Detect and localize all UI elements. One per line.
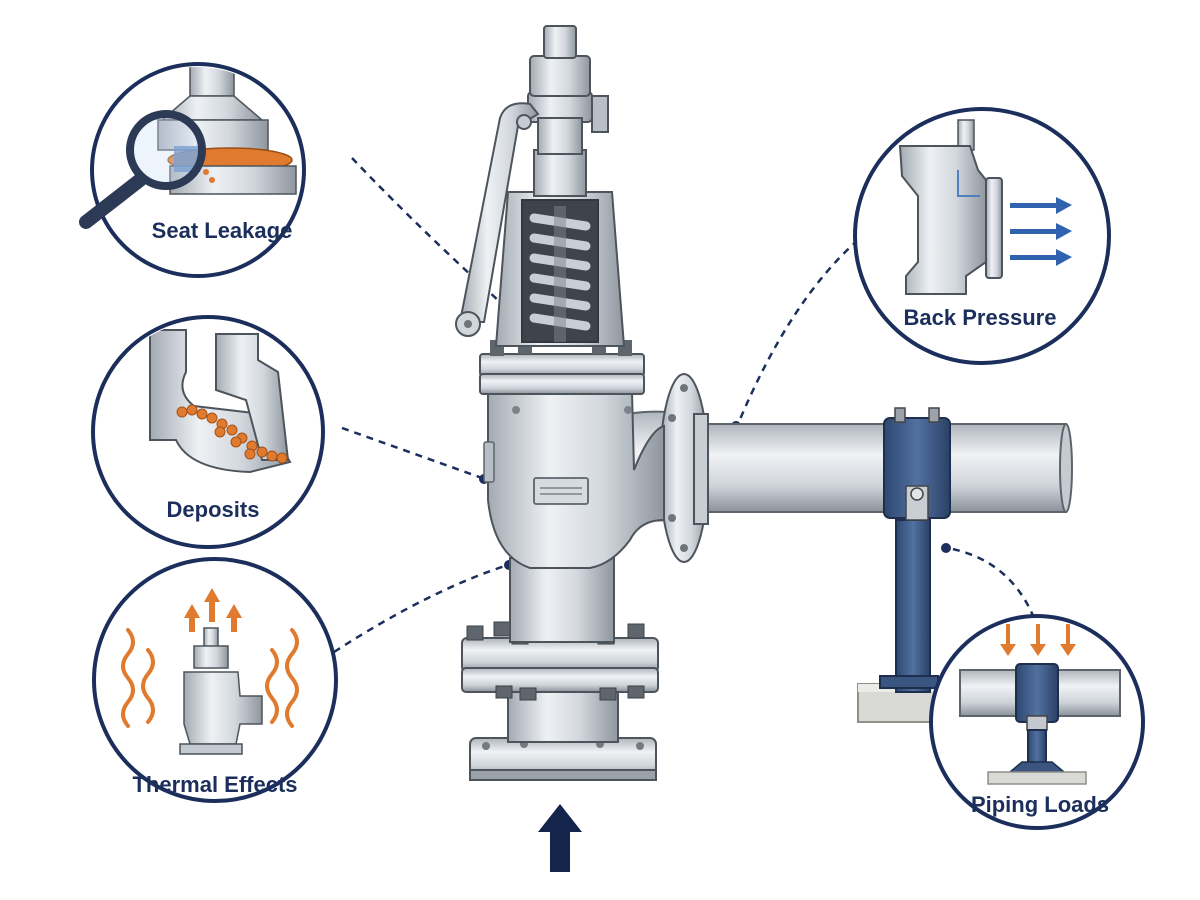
support-column xyxy=(895,519,931,693)
piping-loads-label: Piping Loads xyxy=(971,792,1109,817)
callout-thermal-effects: Thermal Effects xyxy=(92,557,338,803)
leader-piping-loads xyxy=(947,546,1036,619)
leader-dot-piping xyxy=(941,543,951,553)
callout-back-pressure: Back Pressure xyxy=(853,107,1111,365)
seat-leakage-label: Seat Leakage xyxy=(152,218,293,243)
support-foot xyxy=(879,675,939,689)
leader-back-pressure xyxy=(736,239,859,425)
callout-piping-loads: Piping Loads xyxy=(929,614,1145,830)
leader-thermal-effects xyxy=(333,563,509,654)
deposits-label: Deposits xyxy=(167,497,260,522)
bonnet-flange xyxy=(479,353,645,377)
inlet-flow-arrow-icon xyxy=(538,804,582,872)
leader-deposits xyxy=(341,426,483,480)
valve-cap xyxy=(533,149,587,197)
safety-relief-valve xyxy=(455,25,665,781)
magnifying-glass-icon xyxy=(79,110,206,229)
callout-seat-leakage: Seat Leakage xyxy=(79,62,306,278)
nameplate xyxy=(533,477,589,505)
thermal-effects-label: Thermal Effects xyxy=(132,772,297,797)
callout-deposits: Deposits xyxy=(91,315,325,549)
back-pressure-label: Back Pressure xyxy=(904,305,1057,330)
outlet-pipe-assembly xyxy=(699,407,1073,723)
